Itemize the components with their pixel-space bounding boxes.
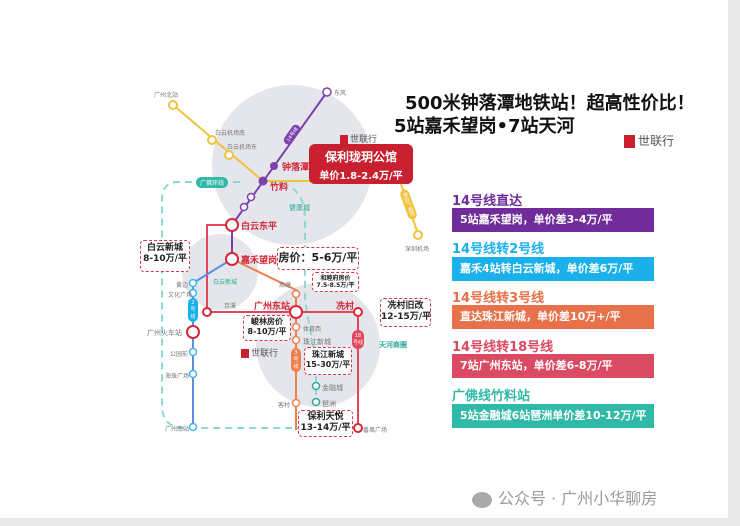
station-label: 广州火车站 (147, 329, 182, 337)
station-label: 东风 (334, 90, 347, 97)
area-label: 天河商圈 (379, 341, 407, 349)
section-heading: 14号线转3号线 (452, 291, 545, 306)
map-logo: 世联行 (241, 346, 278, 359)
brand-logo: 世联行 (624, 132, 674, 149)
station-label: 黄边 (176, 282, 189, 289)
area-label: 健康城 (289, 204, 310, 212)
map-logo: 世联行 (340, 132, 377, 145)
station-label: 白云机场南 (215, 130, 246, 137)
station-label: 竹料 (270, 183, 289, 193)
station-label: 广州北站 (154, 92, 179, 99)
area-circle (212, 85, 372, 245)
station-label: 广州东站 (254, 302, 291, 312)
area-label: 白云新城 (213, 279, 238, 286)
station-label: 冼村 (336, 302, 355, 312)
station-label: 公园前 (170, 351, 189, 358)
subheadline: 5站嘉禾望岗•7站天河 (394, 116, 575, 137)
section-heading: 14号线转18号线 (452, 340, 554, 355)
slide-page: 广州北站 白云机场南 白云机场东 东风 钟落潭 竹料 白云东平 嘉禾望岗 深圳机… (0, 0, 728, 518)
area-circle (256, 283, 380, 407)
wechat-footer: 公众号 · 广州小华聊房 (472, 485, 657, 509)
station-label: 金融城 (322, 384, 343, 392)
station-label: 文化广场 (168, 292, 193, 299)
section-bar: 5站嘉禾望岗，单价差3-4万/平 (452, 208, 654, 232)
station-label: 白云东平 (241, 222, 278, 232)
section-heading: 14号线转2号线 (452, 242, 545, 257)
section-bar: 7站广州东站，单价差6-8万/平 (452, 354, 654, 378)
section-bar: 嘉禾4站转白云新城，单价差6万/平 (452, 257, 654, 281)
section-bar: 直达珠江新城，单价差10万+/平 (452, 305, 654, 329)
line-18-badge: 18号线 (352, 330, 364, 349)
section-bar: 5站金融城6站琶洲单价差10-12万/平 (452, 404, 654, 428)
line-2-badge: 2号线 (188, 298, 198, 322)
area-circle (182, 234, 258, 310)
project-card: 保利珑玥公馆 单价1.8-2.4万/平 (309, 144, 413, 184)
section-heading: 14号线直达 (452, 194, 523, 209)
price-box: 房价：5-6万/平 (277, 247, 359, 270)
station-label: 钟落潭 (282, 163, 310, 173)
line-3-badge: 3号线 (291, 348, 301, 372)
station-label: 琶洲 (322, 400, 336, 408)
station-label: 体育西 (303, 326, 322, 333)
headline: 500米钟落潭地铁站！超高性价比！ (405, 93, 695, 114)
project-price: 单价1.8-2.4万/平 (319, 171, 403, 182)
station-label: 嘉禾望岗 (241, 256, 278, 266)
station-label: 珠江新城 (303, 338, 331, 346)
station-label: 燕塘 (279, 282, 292, 289)
station-label: 京溪 (224, 303, 237, 310)
guangfo-line-badge: 广佛环线 (196, 177, 229, 188)
station-label: 白云机场东 (227, 144, 258, 151)
station-label: 深圳机场 (405, 246, 430, 253)
wechat-icon (472, 491, 492, 508)
station-label: 海珠广场 (165, 373, 190, 380)
station-label: 广州南站 (165, 426, 190, 433)
project-name: 保利珑玥公馆 (324, 150, 397, 164)
station-label: 客村 (278, 402, 291, 409)
station-label: 番禺广场 (363, 427, 388, 434)
section-heading: 广佛线竹料站 (452, 389, 531, 404)
